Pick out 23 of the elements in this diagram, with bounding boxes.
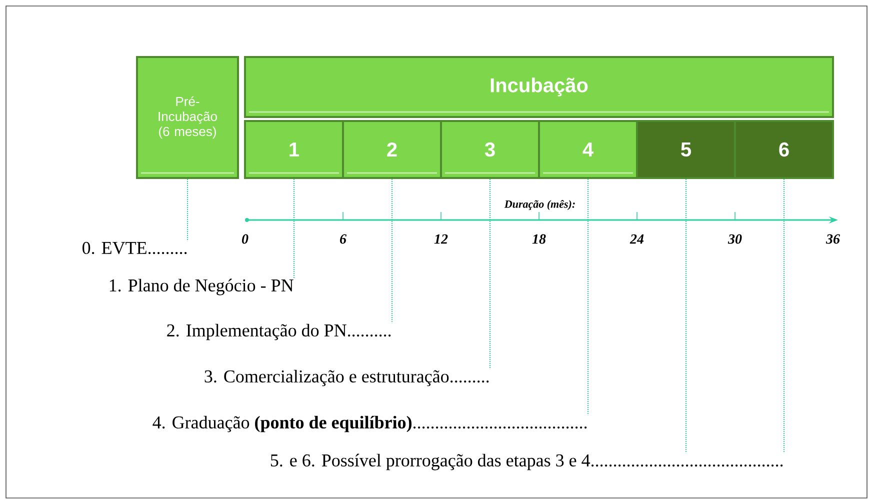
tick-label: 30 (728, 234, 742, 244)
phase-label: 3. Comercialização e estruturação......... (204, 370, 489, 386)
tick-label: 12 (434, 234, 448, 244)
stage-box: 1 (244, 120, 344, 179)
stage-box: 2 (342, 120, 442, 179)
phase-label: 1. Plano de Negócio - PN (110, 278, 294, 296)
tick-label: 18 (532, 234, 546, 244)
stage-box: 6 (734, 120, 834, 179)
stage-box: 5 (636, 120, 736, 179)
leader-line (187, 178, 188, 242)
stage-box: 3 (440, 120, 540, 179)
phase-band: Incubação (244, 56, 834, 118)
stage-box: Pré-Incubação (6 meses) (136, 56, 239, 179)
phase-label: 4. Graduação (ponto de equilíbrio)....................................... (152, 416, 587, 432)
stage-box: 4 (538, 120, 638, 179)
phase-label: 2. Implementação do PN.......... (167, 324, 391, 340)
tick-label: 36 (826, 234, 840, 244)
tick-label: 6 (340, 234, 347, 244)
tick-label: 0 (242, 234, 248, 244)
phase-label: 5. e 6. Possível prorrogação das etapas 3 e 4........................................... (270, 454, 783, 470)
phase-label: 0. EVTE......... (82, 242, 187, 254)
tick-label: 24 (630, 234, 644, 244)
axis-title: Duração (mês): (504, 200, 575, 210)
